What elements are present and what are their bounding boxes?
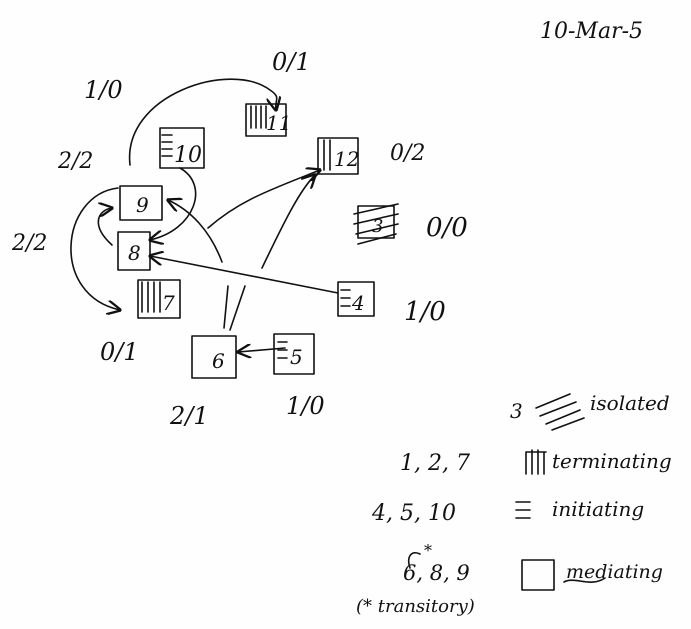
svg-text:8: 8 bbox=[128, 241, 141, 265]
edge-5-to-6 bbox=[238, 348, 286, 352]
edge-6-stem-b bbox=[229, 285, 246, 331]
legend-symbol-initiating bbox=[515, 501, 531, 519]
svg-text:6: 6 bbox=[212, 349, 225, 373]
nodes: 11 10 9 8 12 3 bbox=[117, 103, 399, 379]
legend-symbol-isolated bbox=[535, 393, 585, 431]
degree-label-4: 1/0 bbox=[404, 297, 446, 327]
date-label: 10-Mar-5 bbox=[540, 19, 643, 44]
degree-label-11: 0/1 bbox=[272, 48, 311, 76]
edge-4-to-8 bbox=[150, 256, 339, 294]
svg-text:3: 3 bbox=[372, 216, 383, 237]
degree-label-10: 1/0 bbox=[84, 76, 123, 104]
legend-symbol-terminating bbox=[525, 449, 547, 475]
legend-label-isolated: isolated bbox=[590, 391, 670, 415]
svg-text:11: 11 bbox=[266, 111, 291, 135]
legend-ids-initiating: 4, 5, 10 bbox=[371, 501, 456, 526]
node-7: 7 bbox=[137, 279, 181, 319]
legend-footnote: (* transitory) bbox=[356, 596, 475, 617]
degree-label-8: 2/2 bbox=[11, 231, 47, 256]
legend-ids-terminating: 1, 2, 7 bbox=[400, 451, 470, 476]
legend-ids-mediating: 6, 8, 9 bbox=[403, 561, 470, 585]
legend: 3 isolated 1, 2, 7 terminating 4, 5, 10 … bbox=[356, 391, 672, 617]
degree-label-3: 0/0 bbox=[426, 213, 468, 243]
degree-label-9: 2/2 bbox=[57, 149, 93, 174]
degree-label-5: 1/0 bbox=[286, 392, 325, 420]
svg-text:10: 10 bbox=[174, 143, 202, 168]
node-12: 12 bbox=[317, 137, 359, 175]
node-9: 9 bbox=[119, 185, 163, 221]
edge-10-to-11 bbox=[129, 78, 277, 166]
node-10: 10 bbox=[159, 127, 205, 169]
edge-6-to-9 bbox=[168, 200, 223, 263]
degree-label-6: 2/1 bbox=[169, 402, 209, 430]
node-6: 6 bbox=[191, 335, 237, 379]
svg-text:4: 4 bbox=[351, 291, 365, 315]
svg-text:9: 9 bbox=[136, 193, 149, 217]
node-11: 11 bbox=[245, 103, 291, 137]
edge-6-stem-a bbox=[223, 285, 229, 329]
legend-symbol-mediating bbox=[521, 559, 555, 591]
edge-8-9-a bbox=[97, 208, 112, 246]
degree-label-7: 0/1 bbox=[100, 338, 139, 366]
legend-label-mediating: mediating bbox=[566, 561, 663, 583]
legend-transitory-hook bbox=[407, 552, 421, 569]
degree-labels: 1/0 0/1 2/2 2/2 0/2 0/0 1/0 0/1 2/1 1/0 bbox=[11, 48, 468, 430]
svg-text:7: 7 bbox=[162, 291, 175, 315]
node-3: 3 bbox=[353, 203, 399, 245]
legend-label-initiating: initiating bbox=[552, 497, 644, 521]
svg-text:5: 5 bbox=[290, 345, 303, 369]
edge-8-to-12 bbox=[207, 170, 320, 229]
node-4: 4 bbox=[337, 281, 375, 317]
legend-label-terminating: terminating bbox=[552, 449, 672, 473]
node-5: 5 bbox=[273, 333, 315, 375]
edge-9-to-7 bbox=[70, 187, 120, 310]
edge-6-to-12 bbox=[261, 175, 315, 269]
node-8: 8 bbox=[117, 231, 151, 271]
edges bbox=[70, 78, 339, 352]
degree-label-12: 0/2 bbox=[390, 141, 425, 166]
edge-10-to-8 bbox=[150, 167, 197, 240]
legend-ids-isolated: 3 bbox=[510, 399, 523, 423]
svg-text:12: 12 bbox=[334, 147, 359, 171]
legend-strikethrough bbox=[563, 577, 606, 583]
legend-mark: * bbox=[424, 541, 432, 560]
